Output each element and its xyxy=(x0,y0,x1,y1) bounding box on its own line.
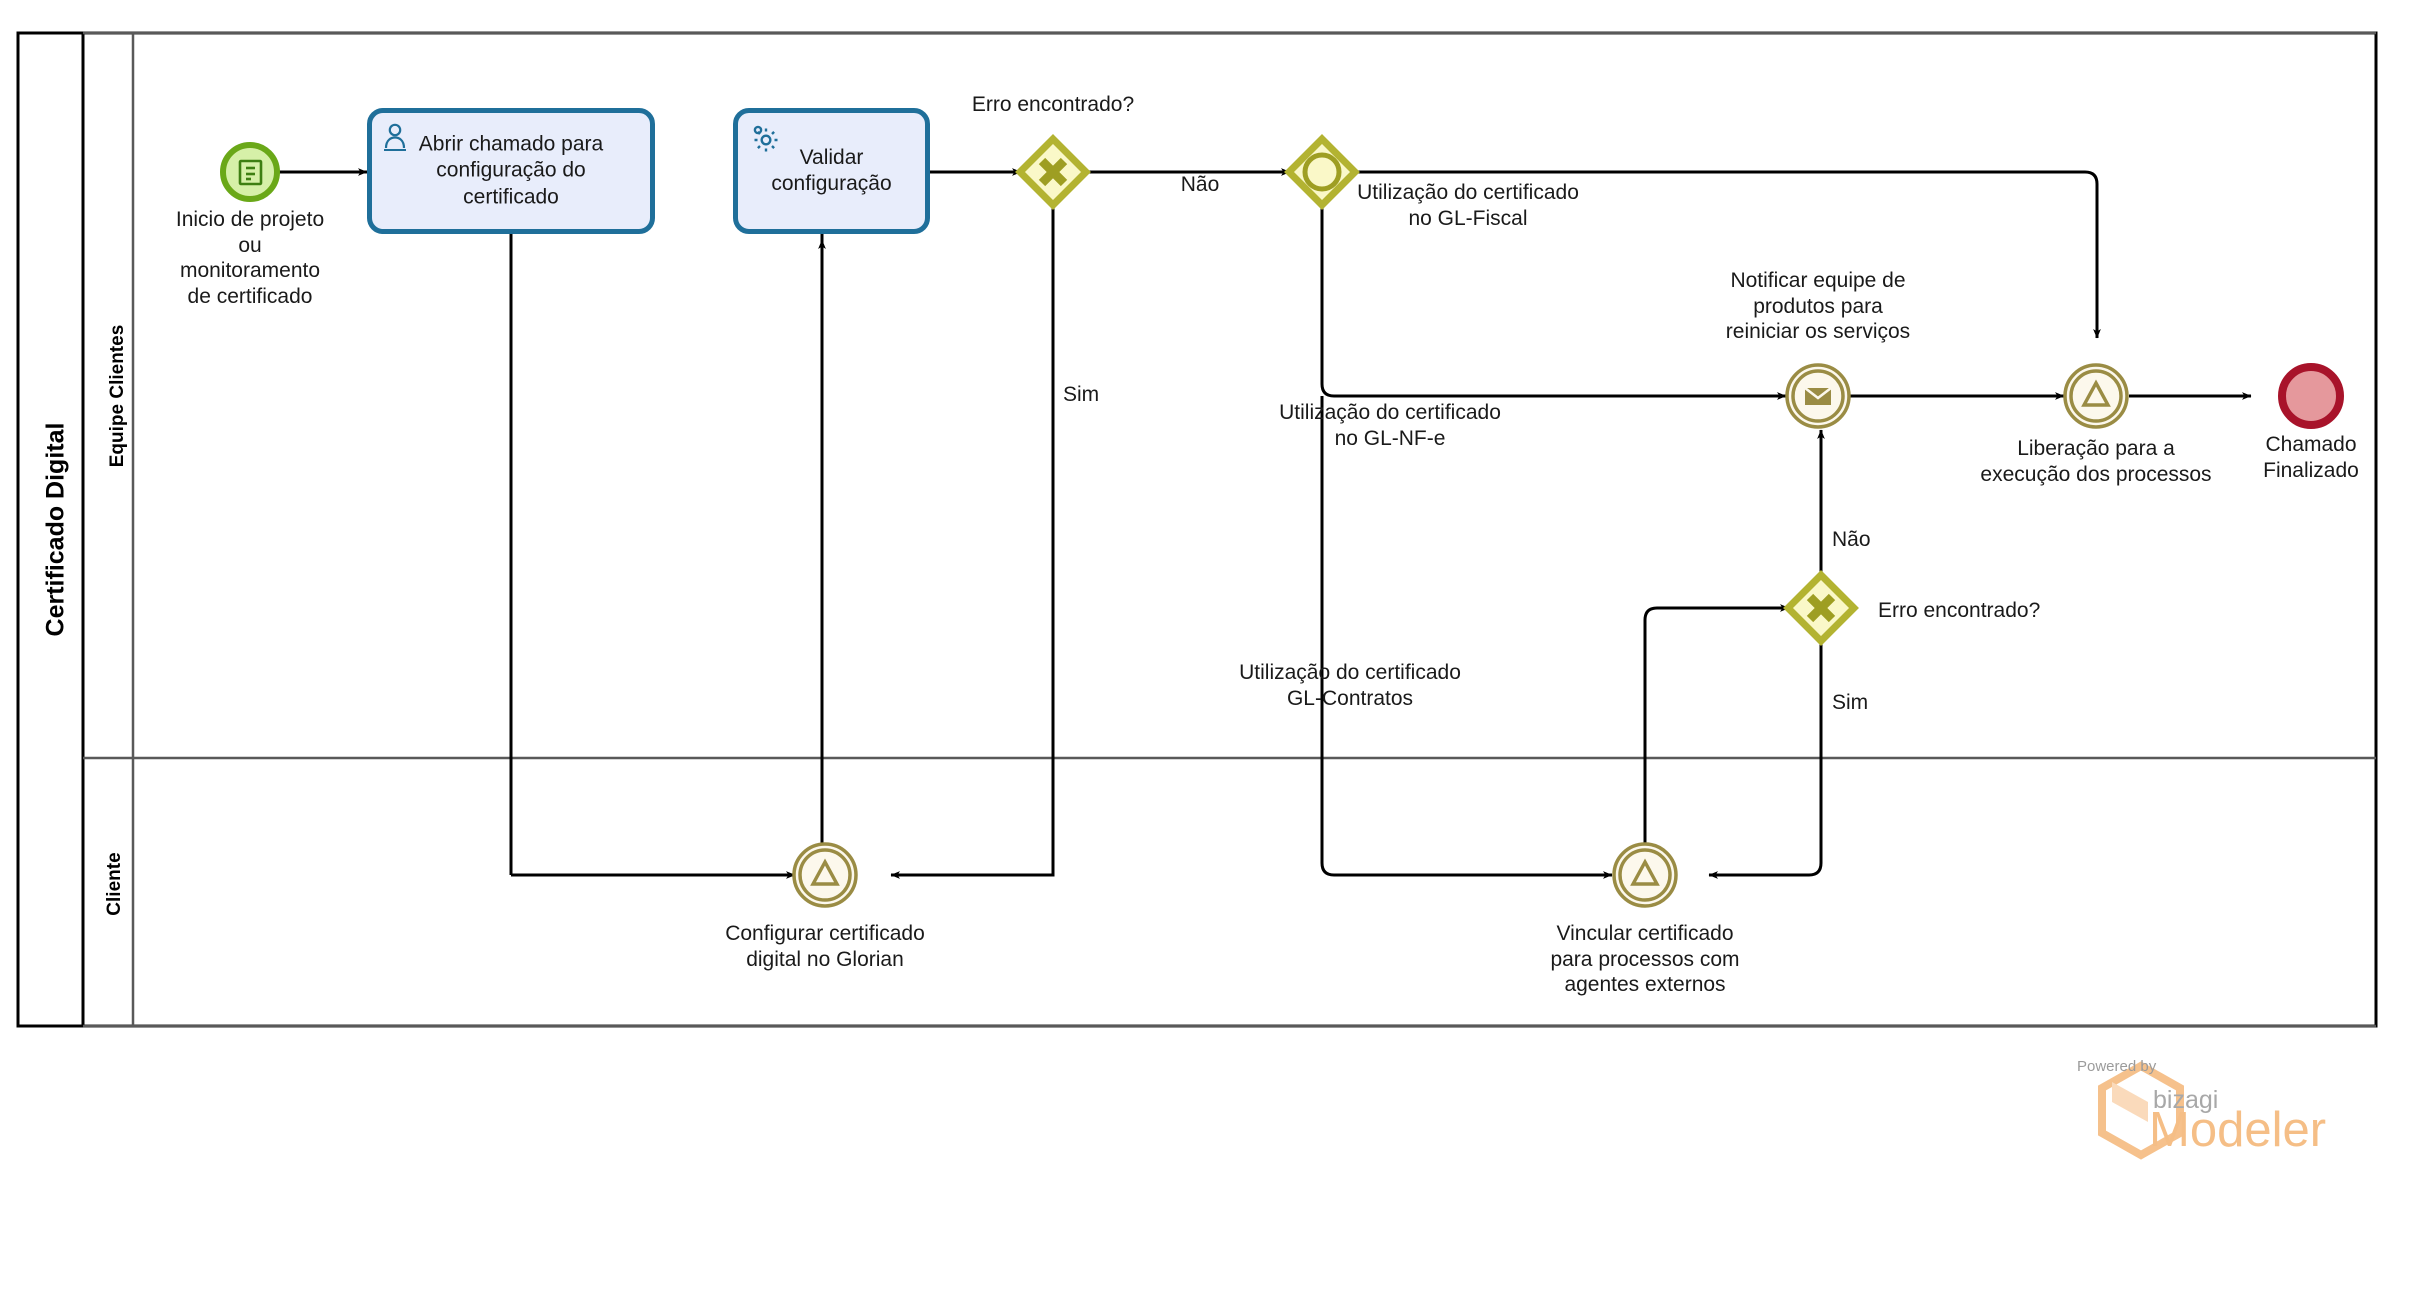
signal-intermediate-event-vincular-shape[interactable] xyxy=(1612,842,1678,908)
gateway-erro-2-label: Erro encontrado? xyxy=(1878,599,2041,622)
flow-gateway2-sim xyxy=(1708,640,1823,879)
start-event-shape[interactable] xyxy=(220,142,280,202)
flow-gateway1-sim xyxy=(890,204,1055,879)
start-event-label: Inicio de projeto ou monitoramento de ce… xyxy=(175,208,325,308)
flow-label-gl-nfe: Utilização do certificado no GL-NF-e xyxy=(1279,401,1501,450)
event-vincular-label: Vincular certificado para processos com … xyxy=(1550,922,1740,997)
modeler-wordmark: Modeler xyxy=(2149,1103,2327,1157)
gateway-erro-1-label: Erro encontrado? xyxy=(971,93,1135,116)
flow-label-sim-1: Sim xyxy=(1063,383,1100,406)
bizagi-logo-icon xyxy=(2098,1061,2184,1160)
exclusive-gateway-2-shape[interactable] xyxy=(1783,570,1859,646)
user-icon xyxy=(384,123,406,151)
flow-label-nao-2: Não xyxy=(1832,528,1871,551)
gear-icon xyxy=(753,125,778,152)
flow-inclusive-nfe xyxy=(1320,204,1787,400)
event-liberacao-label: Liberação para a execução dos processos xyxy=(1980,437,2212,486)
signal-triangle-icon xyxy=(810,858,840,886)
event-notificar-label: Notificar equipe de produtos para reinic… xyxy=(1725,269,1911,344)
signal-intermediate-event-configurar-shape[interactable] xyxy=(792,842,858,908)
task-abrir-chamado[interactable]: Abrir chamado para configuração do certi… xyxy=(367,108,655,234)
bizagi-branding: Powered by bizagi Modeler xyxy=(2075,1058,2335,1168)
task-validar-configuracao-label: Validar configuração xyxy=(771,145,892,195)
task-abrir-chamado-label: Abrir chamado para configuração do certi… xyxy=(418,132,604,209)
signal-triangle-icon xyxy=(2081,379,2111,407)
bizagi-wordmark: bizagi xyxy=(2153,1086,2219,1114)
pool-frame xyxy=(16,31,2378,1028)
flow-label-sim-2: Sim xyxy=(1832,691,1869,714)
inclusive-gateway-shape[interactable] xyxy=(1284,134,1360,210)
flow-vincular-to-gateway2 xyxy=(1643,604,1790,843)
event-configurar-label: Configurar certificado digital no Gloria… xyxy=(725,922,925,971)
form-icon xyxy=(238,159,263,186)
envelope-icon xyxy=(1804,386,1832,405)
end-event-shape[interactable] xyxy=(2278,363,2344,429)
message-intermediate-event-shape[interactable] xyxy=(1785,363,1851,429)
flow-label-nao-1: Não xyxy=(1180,173,1220,196)
lane-title-cliente: Cliente xyxy=(104,852,125,916)
flow-label-gl-contratos: Utilização do certificado GL-Contratos xyxy=(1239,661,1461,710)
task-validar-configuracao[interactable]: Validar configuração xyxy=(733,108,930,234)
signal-intermediate-event-liberacao-shape[interactable] xyxy=(2063,363,2129,429)
powered-by-label: Powered by xyxy=(2077,1058,2157,1075)
flow-inclusive-fiscal xyxy=(1354,170,2101,339)
flow-label-gl-fiscal: Utilização do certificado no GL-Fiscal xyxy=(1357,181,1579,230)
flow-inclusive-contratos xyxy=(1320,396,1613,879)
x-cross-icon xyxy=(1038,157,1068,187)
pool-title: Certificado Digital xyxy=(41,422,70,637)
exclusive-gateway-1-shape[interactable] xyxy=(1015,134,1091,210)
end-event-label: Chamado Finalizado xyxy=(2263,433,2359,482)
signal-triangle-icon xyxy=(1630,858,1660,886)
x-cross-icon xyxy=(1806,593,1836,623)
lane-title-equipe-clientes: Equipe Clientes xyxy=(107,324,128,468)
